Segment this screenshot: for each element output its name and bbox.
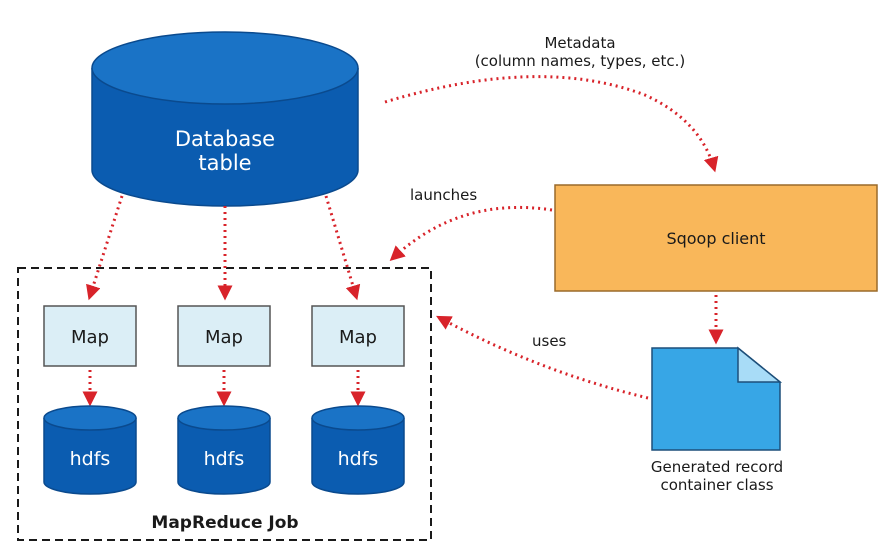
generated-label-line1: Generated record [651,458,783,476]
database-label-line2: table [198,151,251,175]
hdfs-cylinder: hdfs [177,405,271,495]
map-label: Map [205,327,243,348]
metadata-label-line2: (column names, types, etc.) [475,52,686,70]
sqoop-client-box: Sqoop client [554,184,878,292]
launches-label: launches [410,186,477,204]
metadata-arrow [384,75,719,173]
generated-label-line2: container class [660,476,773,494]
database-label-line1: Database [175,127,275,151]
map-label: Map [339,327,377,348]
map-box: Map [311,305,405,367]
generated-record-document [651,346,783,451]
mapreduce-job-label: MapReduce Job [151,513,298,533]
db-to-map-1-arrow [86,195,124,301]
map-box: Map [177,305,271,367]
map-box: Map [43,305,137,367]
database-table-cylinder: Database table [91,31,359,207]
launches-arrow [389,205,553,262]
uses-label: uses [532,332,567,350]
uses-arrow [436,315,649,400]
mapreduce-job-boundary [17,267,432,541]
hdfs-cylinder: hdfs [311,405,405,495]
db-to-map-3-arrow [324,195,361,301]
sqoop-client-label: Sqoop client [666,229,765,248]
hdfs-label: hdfs [70,448,111,470]
hdfs-label: hdfs [204,448,245,470]
map-label: Map [71,327,109,348]
hdfs-cylinder: hdfs [43,405,137,495]
hdfs-label: hdfs [338,448,379,470]
metadata-label-line1: Metadata [544,34,615,52]
